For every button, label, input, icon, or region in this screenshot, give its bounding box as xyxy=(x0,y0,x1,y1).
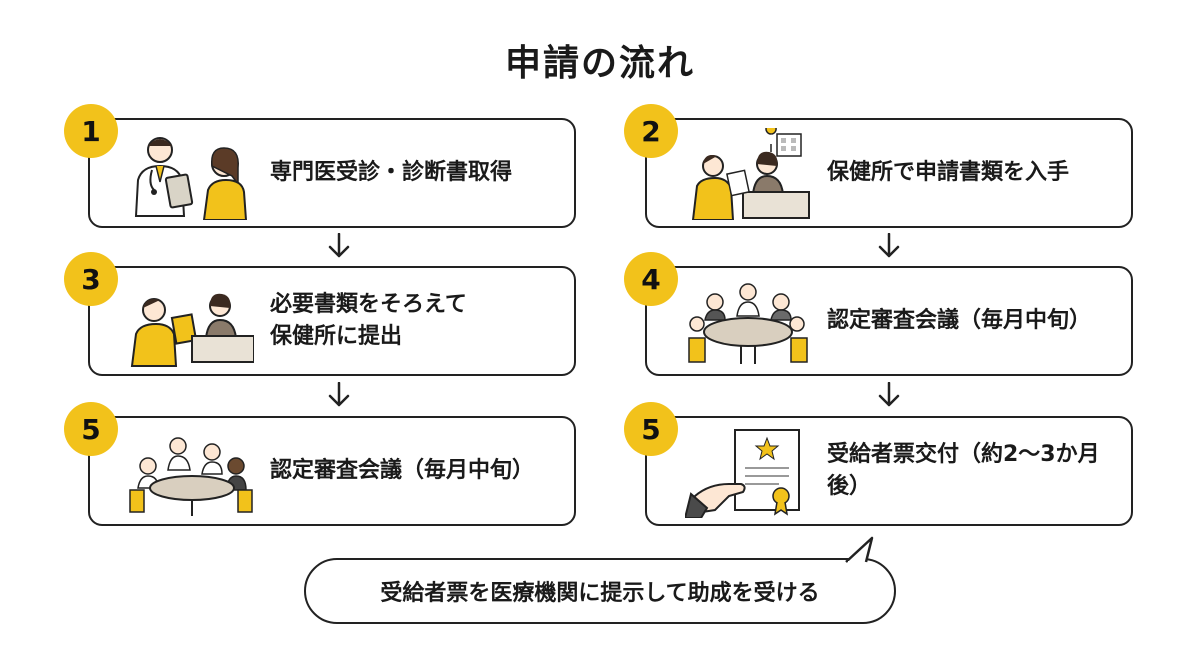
step-4-label: 認定審査会議（毎月中旬） xyxy=(827,308,1092,334)
step-6-number-badge: 5 xyxy=(624,402,678,456)
review-meeting-icon xyxy=(129,437,253,516)
review-meeting-icon xyxy=(688,283,808,364)
step-5-label: 認定審査会議（毎月中旬） xyxy=(270,458,535,484)
step-3-label-line2: 保健所に提出 xyxy=(270,324,403,349)
step-1-card: 専門医受診・診断書取得 xyxy=(88,118,576,228)
step-6-card: 受給者票交付（約2〜3か月後） xyxy=(645,416,1133,526)
down-arrow-icon xyxy=(328,382,350,407)
step-6-label: 受給者票交付（約2〜3か月後） xyxy=(827,442,1100,499)
document-submission-icon xyxy=(130,293,254,367)
certificate-icon xyxy=(685,429,800,518)
step-3-number-badge: 3 xyxy=(64,252,118,306)
step-2-label: 保健所で申請書類を入手 xyxy=(827,160,1070,186)
step-4-card: 認定審査会議（毎月中旬） xyxy=(645,266,1133,376)
step-3-label-line1: 必要書類をそろえて xyxy=(270,292,467,318)
speech-bubble-tail xyxy=(845,536,874,564)
info-note-bubble: 受給者票を医療機関に提示して助成を受ける xyxy=(304,558,896,624)
down-arrow-icon xyxy=(878,233,900,258)
health-center-counter-icon xyxy=(691,128,810,220)
down-arrow-icon xyxy=(328,233,350,258)
step-1-label: 専門医受診・診断書取得 xyxy=(270,160,513,186)
step-3-label: 必要書類をそろえて 保健所に提出 xyxy=(270,268,560,374)
step-1-number-badge: 1 xyxy=(64,104,118,158)
step-5-number-badge: 5 xyxy=(64,402,118,456)
step-2-card: 保健所で申請書類を入手 xyxy=(645,118,1133,228)
page-title: 申請の流れ xyxy=(504,43,695,84)
step-4-number-badge: 4 xyxy=(624,252,678,306)
step-5-card: 認定審査会議（毎月中旬） xyxy=(88,416,576,526)
doctor-consultation-icon xyxy=(134,137,248,220)
down-arrow-icon xyxy=(878,382,900,407)
step-2-number-badge: 2 xyxy=(624,104,678,158)
step-3-card: 必要書類をそろえて 保健所に提出 xyxy=(88,266,576,376)
